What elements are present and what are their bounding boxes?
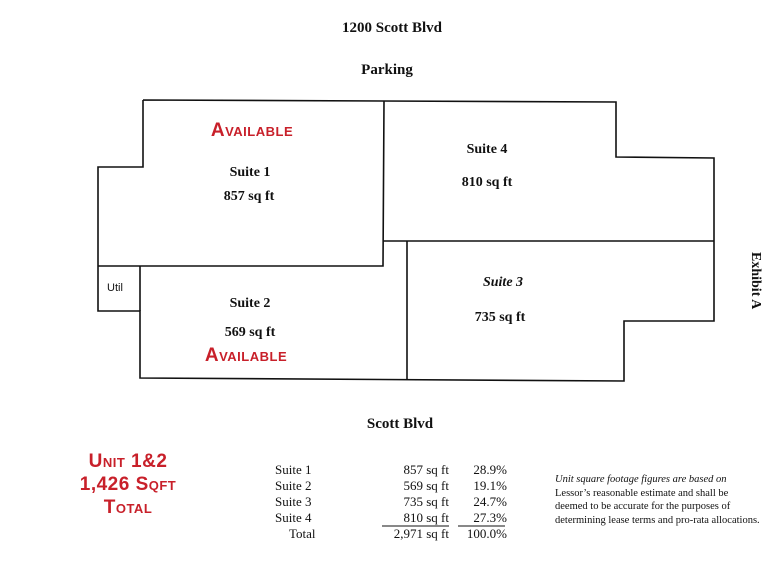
exhibit-label: Exhibit A bbox=[748, 252, 763, 310]
row-name: Suite 2 bbox=[275, 478, 312, 493]
promo-line-3: Total bbox=[103, 497, 153, 518]
row-name: Suite 1 bbox=[275, 462, 312, 477]
suite-2-area: 569 sq ft bbox=[224, 325, 276, 340]
parking-label: Parking bbox=[361, 62, 413, 78]
promo-text: Unit 1&2 1,426 Sqft Total bbox=[0, 450, 256, 519]
building-title: 1200 Scott Blvd bbox=[341, 20, 443, 36]
suite-2-name: Suite 2 bbox=[229, 296, 271, 311]
note-text: Lessor’s reasonable estimate and shall b… bbox=[555, 487, 760, 526]
suite-3-area: 735 sq ft bbox=[474, 310, 526, 325]
total-name: Total bbox=[289, 526, 316, 541]
row-area: 857 sq ft bbox=[403, 462, 450, 477]
row-area: 569 sq ft bbox=[403, 478, 450, 493]
util-label: Util bbox=[107, 282, 123, 294]
note-italic: Unit square footage figures are based on bbox=[555, 474, 727, 485]
row-area: 735 sq ft bbox=[403, 494, 450, 509]
row-pct: 27.3% bbox=[473, 510, 507, 525]
row-name: Suite 3 bbox=[275, 494, 312, 509]
suite-1-name: Suite 1 bbox=[229, 165, 271, 180]
total-pct: 100.0% bbox=[466, 526, 507, 541]
suite-1-area: 857 sq ft bbox=[223, 189, 275, 204]
suite-1-status: Available bbox=[210, 120, 294, 141]
suite-2-status: Available bbox=[204, 345, 288, 366]
row-area: 810 sq ft bbox=[403, 510, 450, 525]
suite-1-boundary bbox=[98, 100, 385, 267]
promo-line-1: Unit 1&2 bbox=[88, 451, 168, 472]
building-outline bbox=[97, 99, 715, 382]
row-name: Suite 4 bbox=[275, 510, 312, 525]
suite-4-name: Suite 4 bbox=[466, 142, 508, 157]
street-label: Scott Blvd bbox=[366, 416, 434, 432]
summary-table: Suite 1 857 sq ft 28.9% Suite 2 569 sq f… bbox=[275, 462, 507, 542]
row-pct: 24.7% bbox=[473, 494, 507, 509]
suite-4-area: 810 sq ft bbox=[461, 175, 513, 190]
disclaimer-note: Unit square footage figures are based on… bbox=[555, 473, 763, 527]
row-pct: 28.9% bbox=[473, 462, 507, 477]
row-pct: 19.1% bbox=[473, 478, 507, 493]
promo-line-2: 1,426 Sqft bbox=[79, 474, 177, 495]
suite-3-name: Suite 3 bbox=[482, 275, 524, 290]
total-area: 2,971 sq ft bbox=[393, 526, 449, 541]
